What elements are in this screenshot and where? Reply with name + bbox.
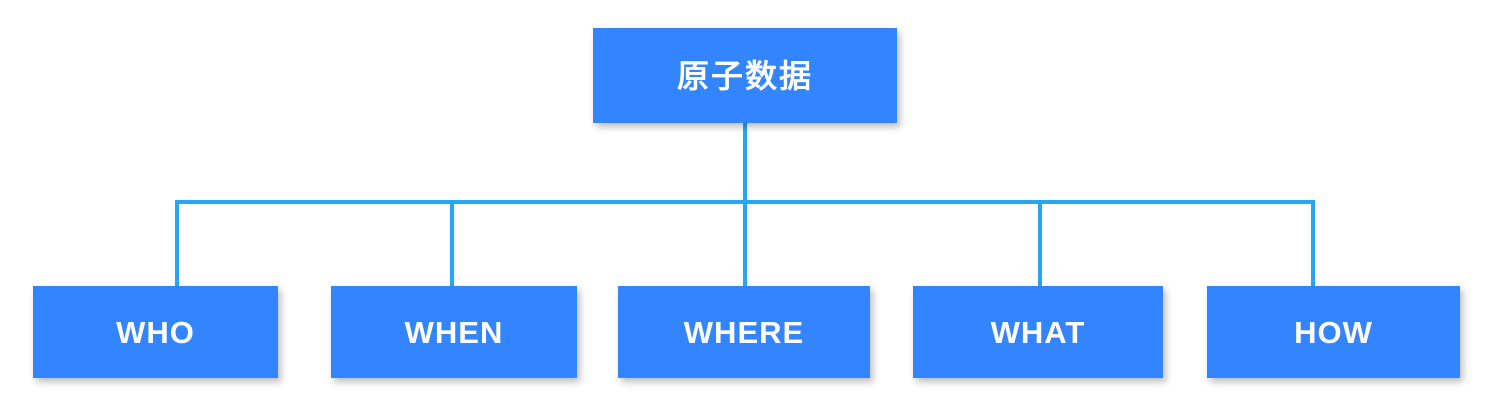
root-node-label: 原子数据	[676, 57, 813, 94]
when-node-label: WHEN	[404, 314, 504, 350]
how-node[interactable]: HOW	[1207, 286, 1460, 378]
what-node-label: WHAT	[990, 314, 1086, 350]
who-node[interactable]: WHO	[33, 286, 278, 378]
where-node-label: WHERE	[683, 314, 805, 350]
atomic-data-root-node[interactable]: 原子数据	[593, 28, 897, 123]
what-node[interactable]: WHAT	[913, 286, 1163, 378]
who-node-label: WHO	[116, 314, 195, 350]
how-node-label: HOW	[1294, 314, 1373, 350]
when-node[interactable]: WHEN	[331, 286, 577, 378]
where-node[interactable]: WHERE	[618, 286, 870, 378]
